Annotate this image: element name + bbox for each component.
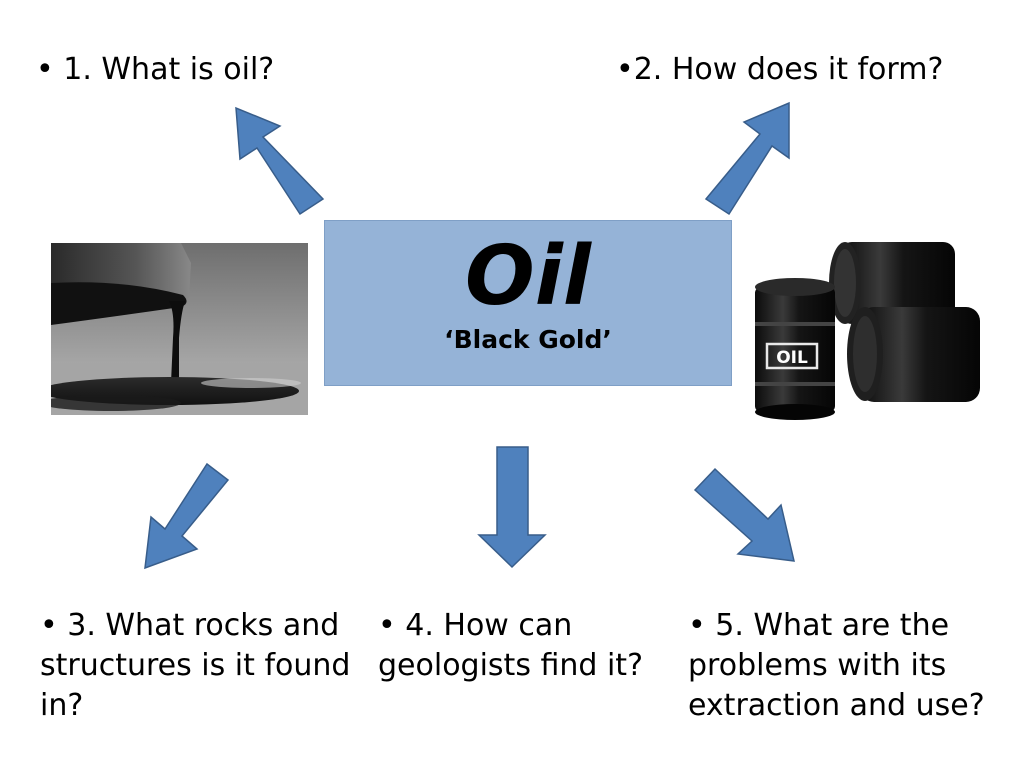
oil-barrels-drawing: OIL bbox=[755, 242, 980, 420]
center-subtitle: ‘Black Gold’ bbox=[444, 325, 612, 354]
center-topic-box: Oil ‘Black Gold’ bbox=[324, 220, 732, 386]
center-title: Oil bbox=[465, 229, 591, 324]
question-4: • 4. How can geologists find it? bbox=[378, 608, 643, 683]
question-2: •2. How does it form? bbox=[616, 52, 944, 87]
oil-pouring-image bbox=[51, 243, 308, 415]
arrow-up-right bbox=[704, 101, 790, 216]
barrel-front: OIL bbox=[755, 278, 835, 420]
barrel-right bbox=[847, 307, 980, 402]
oil-barrels-image: OIL bbox=[745, 232, 990, 424]
barrel-back bbox=[829, 242, 955, 324]
oil-pouring-drawing bbox=[51, 243, 308, 415]
question-3: • 3. What rocks and structures is it fou… bbox=[40, 608, 351, 723]
question-5: • 5. What are the problems with its extr… bbox=[688, 608, 985, 723]
arrow-down-left bbox=[144, 462, 230, 570]
arrow-down-right bbox=[693, 467, 795, 562]
question-1: • 1. What is oil? bbox=[36, 52, 275, 87]
arrow-down bbox=[477, 446, 547, 569]
arrow-up-left bbox=[235, 106, 325, 216]
barrel-label: OIL bbox=[776, 348, 808, 368]
